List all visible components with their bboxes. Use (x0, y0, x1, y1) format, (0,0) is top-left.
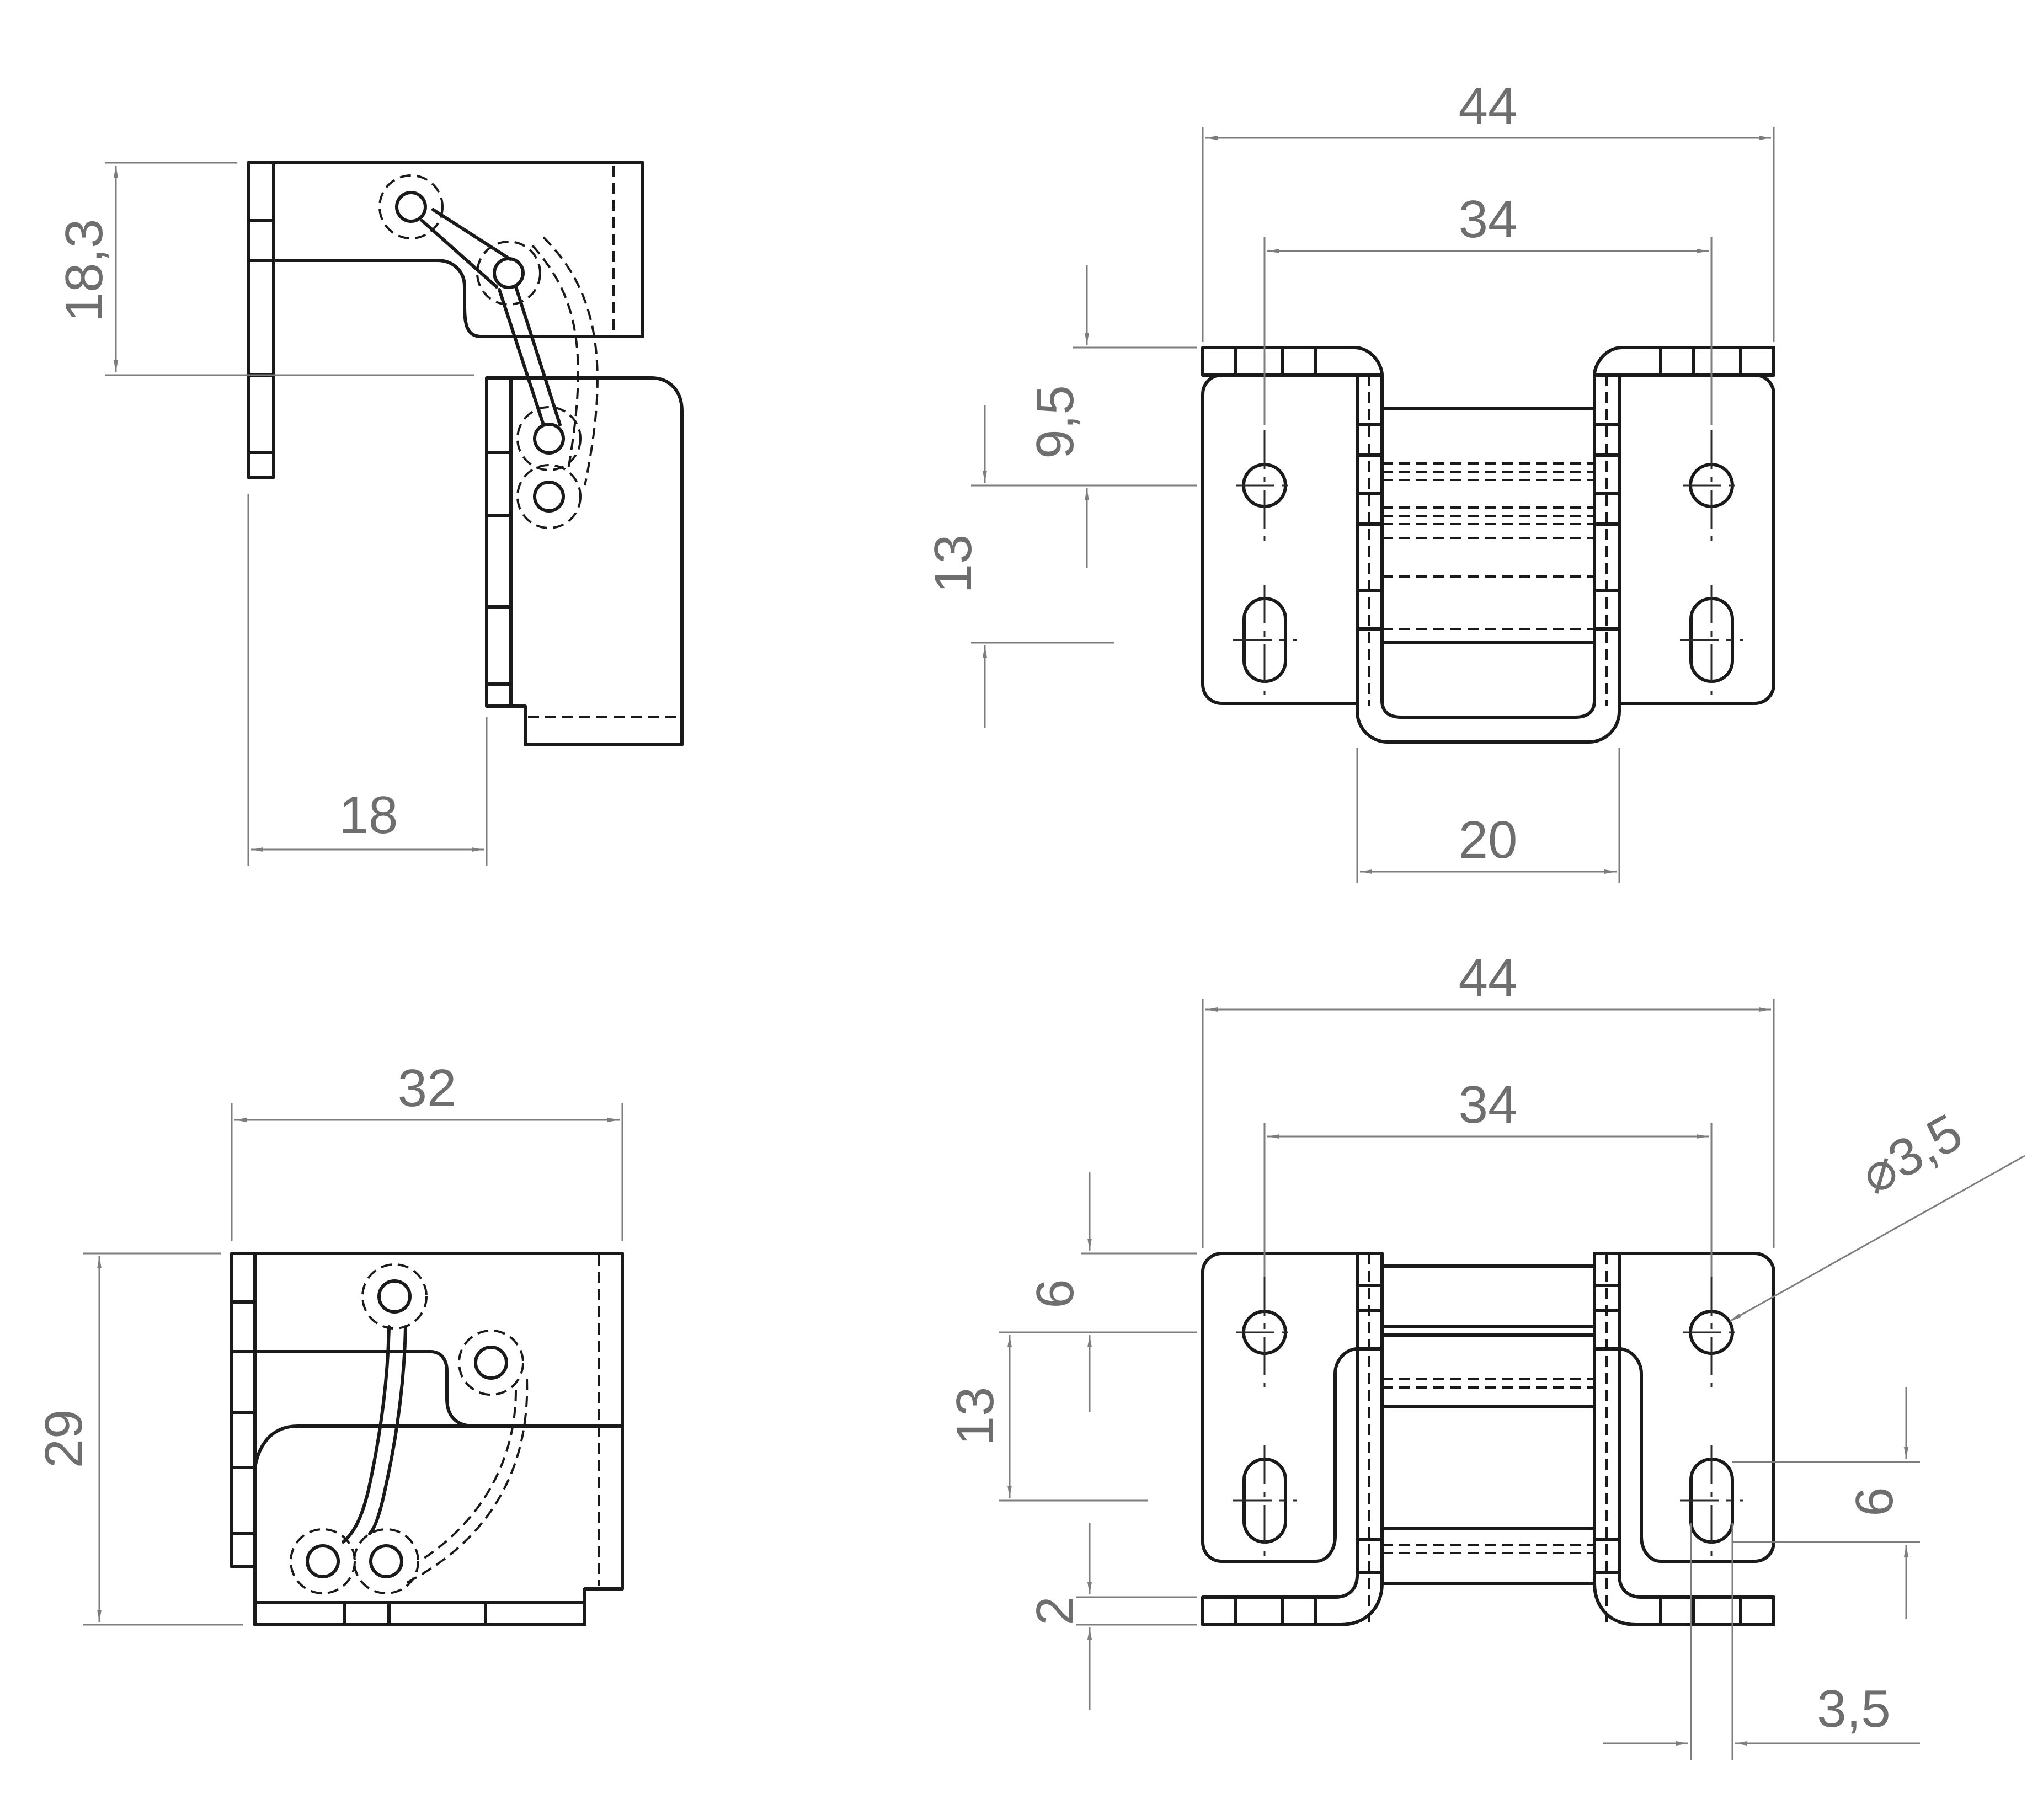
side-view-dimensions: 18,3 18 (55, 162, 488, 866)
dim-front-overall-width: 44 (1459, 948, 1518, 1007)
dim-front-slot-length: 6 (1845, 1487, 1904, 1516)
dim-front-thickness: 2 (1026, 1596, 1085, 1625)
dim-front-hole-diameter: ⌀3,5 (1851, 1102, 1972, 1205)
top-view-dimensions: 44 34 9,5 13 20 (924, 77, 1775, 883)
dim-side-height: 18,3 (55, 219, 114, 322)
left-view-outline (230, 1252, 624, 1626)
dim-top-offset: 9,5 (1026, 385, 1085, 458)
front-view-outline (1201, 1252, 1775, 1626)
side-view-outline (247, 161, 684, 746)
dim-top-hole-spacing: 34 (1459, 190, 1518, 249)
left-view-dimensions: 32 29 (34, 1059, 623, 1626)
dim-front-hole-spacing: 34 (1459, 1075, 1518, 1134)
dim-side-width: 18 (339, 786, 398, 845)
front-view-dimensions: 44 34 6 13 2 6 3, (946, 948, 2025, 1760)
dim-top-center-width: 20 (1459, 810, 1518, 869)
front-view: 44 34 6 13 2 6 3, (946, 948, 2025, 1760)
dim-front-hole-pitch: 13 (946, 1387, 1005, 1446)
side-view: 18,3 18 (55, 161, 684, 866)
left-view: 32 29 (34, 1059, 624, 1626)
top-view: 44 34 9,5 13 20 (924, 77, 1775, 883)
dim-top-overall-width: 44 (1459, 77, 1518, 136)
dim-front-offset: 6 (1026, 1279, 1085, 1308)
top-view-outline (1201, 346, 1775, 744)
dim-left-height: 29 (34, 1410, 93, 1469)
dim-left-width: 32 (398, 1059, 457, 1118)
dim-top-hole-pitch: 13 (924, 535, 983, 594)
dim-front-slot-width: 3,5 (1817, 1679, 1890, 1738)
